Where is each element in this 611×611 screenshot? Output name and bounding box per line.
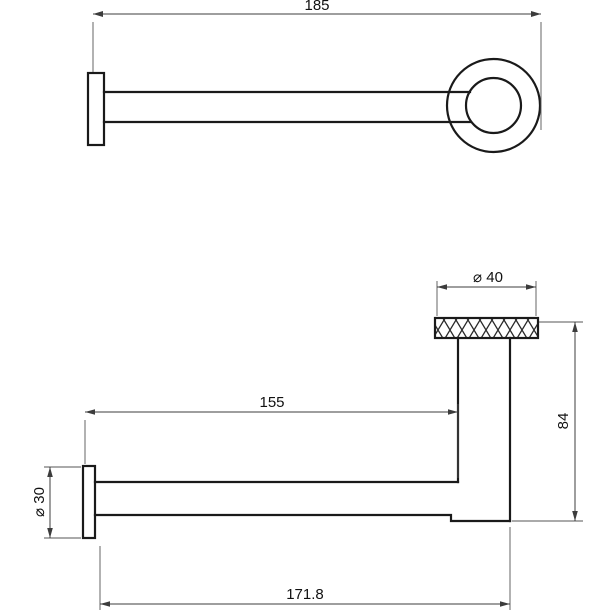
total-depth-label: 171.8 (286, 586, 324, 603)
overall-length-arrow-right (531, 11, 541, 17)
flange-diameter-label: ⌀ 30 (31, 487, 48, 517)
post-height-dimension: 84 (512, 321, 583, 522)
arm-length-arrow-left (85, 409, 95, 415)
cap-diameter-arrow-left (437, 284, 447, 290)
flange-diameter-dimension: ⌀ 30 (31, 466, 81, 539)
post-height-arrow-bottom (572, 511, 578, 521)
mounting-flange-top-view (86, 71, 106, 147)
ring-inner-circle (464, 76, 523, 135)
total-depth-arrow-left (100, 601, 110, 607)
flange-diameter-arrow-bottom (47, 528, 53, 538)
overall-length-label: 185 (304, 0, 329, 14)
mounting-flange-side-view (81, 464, 97, 540)
knurl-hatch (436, 318, 537, 338)
top-view-group: 185 (86, 0, 542, 154)
knurled-cap-outline (433, 316, 540, 340)
cap-diameter-label: ⌀ 40 (473, 269, 503, 286)
arm-length-label: 155 (259, 394, 284, 411)
cap-diameter-arrow-right (526, 284, 536, 290)
knurled-cap (433, 316, 540, 340)
overall-length-arrow-left (93, 11, 103, 17)
total-depth-dimension: 171.8 (99, 527, 511, 610)
overall-length-dimension: 185 (92, 0, 542, 130)
side-view-group: ⌀ 40 84 155 (31, 269, 583, 610)
ring-outer-circle (445, 57, 542, 154)
arm-side-bottom-edge (93, 513, 512, 523)
knurl-fill (436, 318, 537, 338)
post-height-label: 84 (555, 413, 572, 430)
arm-length-arrow-right (448, 409, 458, 415)
arm-length-dimension: 155 (84, 394, 459, 478)
post-height-arrow-top (572, 322, 578, 332)
total-depth-arrow-right (500, 601, 510, 607)
cap-diameter-dimension: ⌀ 40 (436, 269, 537, 316)
flange-diameter-arrow-top (47, 467, 53, 477)
